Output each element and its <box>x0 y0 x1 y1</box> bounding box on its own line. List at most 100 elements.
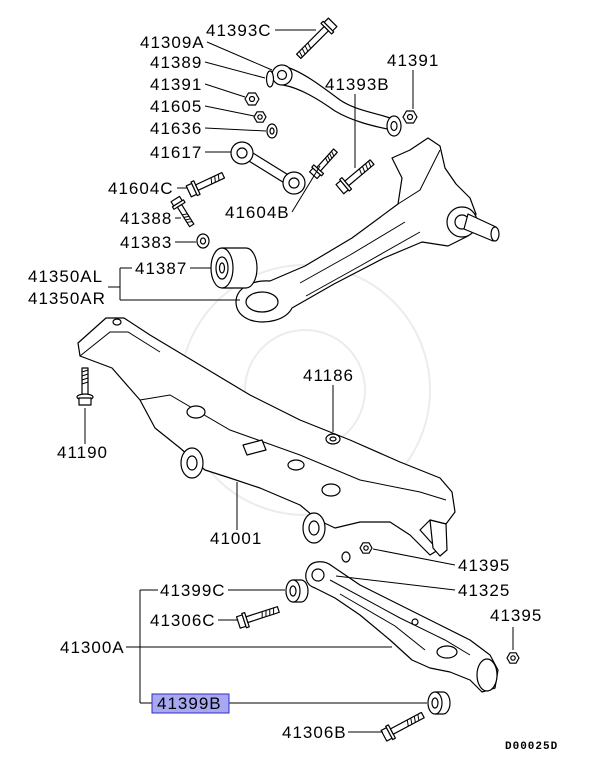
washer-41636-drawing <box>266 123 278 139</box>
callout-41395-upper[interactable]: 41395 <box>458 556 510 575</box>
bushing-41399C-drawing <box>285 579 309 603</box>
bolt-threads <box>81 369 89 385</box>
bolt-41393B-drawing <box>335 159 375 195</box>
crossmember-drawing <box>77 317 456 557</box>
bolt-threads <box>298 42 312 58</box>
lower-arm-drawing <box>305 561 499 693</box>
callout-41306B[interactable]: 41306B <box>282 723 347 742</box>
bolt-flange <box>339 177 353 192</box>
bolt-41306C-drawing <box>235 606 280 629</box>
bolt-41604B-drawing <box>309 148 338 180</box>
lower-arm-inner-eye <box>311 568 325 582</box>
callout-41350AR[interactable]: 41350AR <box>28 289 106 308</box>
leader-lines <box>84 29 514 733</box>
bolt-41190-drawing <box>76 367 94 406</box>
callout-41309A[interactable]: 41309A <box>140 33 205 52</box>
bolt-threads <box>261 607 275 618</box>
bolt-threads <box>182 213 193 223</box>
crossmember-hole <box>287 459 305 471</box>
washer-41186-drawing <box>325 433 341 445</box>
callout-41604B[interactable]: 41604B <box>225 203 290 222</box>
link-eye-rear-hole <box>288 177 300 189</box>
bolt-flange <box>171 199 186 210</box>
callout-41391-right[interactable]: 41391 <box>387 51 439 70</box>
lower-arm-body <box>305 561 499 693</box>
crossmember-edges <box>79 331 447 501</box>
callout-41001[interactable]: 41001 <box>210 529 262 548</box>
upper-arm-right-eye-hole <box>390 120 398 132</box>
crossmember-hole <box>186 405 206 419</box>
callout-41190[interactable]: 41190 <box>57 443 108 462</box>
trailing-arm-ribs <box>299 149 441 297</box>
crossmember-body <box>77 317 456 556</box>
lower-arm-pocket <box>436 645 458 659</box>
leader-line <box>204 127 267 132</box>
washer-41389-drawing <box>265 70 275 88</box>
crossmember-slot <box>242 439 267 456</box>
bolt-flange <box>241 611 250 629</box>
callout-41391-left[interactable]: 41391 <box>150 75 202 94</box>
diagram-code: D00025D <box>505 741 558 753</box>
link-41617-drawing <box>230 141 306 195</box>
callout-41395-lower[interactable]: 41395 <box>490 606 542 625</box>
nut-41391-right-drawing <box>402 110 418 124</box>
leader-line <box>204 83 246 98</box>
lower-arm-outer-eye <box>476 658 498 692</box>
callout-41350AL[interactable]: 41350AL <box>28 267 103 286</box>
nut-41605-drawing <box>253 111 267 123</box>
callout-41306C[interactable]: 41306C <box>150 611 216 630</box>
crossmember-mount-left-core <box>186 455 198 471</box>
bolt-41388-drawing <box>170 195 195 228</box>
callout-41393C[interactable]: 41393C <box>206 21 272 40</box>
bolt-41604C-drawing <box>185 172 226 198</box>
spindle-end <box>490 226 500 242</box>
leader-line <box>372 548 456 566</box>
nut-hole <box>363 545 369 551</box>
bolt-threads <box>210 174 220 185</box>
highlight-box <box>151 693 230 714</box>
callout-41393B[interactable]: 41393B <box>325 75 390 94</box>
bolt-threads <box>358 160 372 175</box>
lower-arm-recess <box>329 579 471 656</box>
callout-41389[interactable]: 41389 <box>150 53 202 72</box>
bolt-shaft <box>295 25 330 60</box>
callout-41399C[interactable]: 41399C <box>160 581 226 600</box>
nut-41395-upper-drawing <box>359 542 373 554</box>
callout-41617[interactable]: 41617 <box>150 143 202 162</box>
crossmember-hole <box>321 483 341 497</box>
callout-41387[interactable]: 41387 <box>135 259 187 278</box>
nut-hole <box>406 113 414 121</box>
trailing-arm-front-eye <box>245 291 279 313</box>
callout-41636[interactable]: 41636 <box>150 119 202 138</box>
crossmember-right-bracket <box>429 519 448 557</box>
bolt-shaft <box>195 172 226 191</box>
nut-41391-left-drawing <box>244 92 260 106</box>
callout-41399B[interactable]: 41399B <box>157 694 222 713</box>
callout-41325[interactable]: 41325 <box>458 581 510 600</box>
callout-41300A[interactable]: 41300A <box>60 638 125 657</box>
trailing-arm-body <box>235 137 477 323</box>
leader-line <box>204 61 266 79</box>
leader-line <box>204 105 255 117</box>
nut-41395-lower-drawing <box>506 652 520 664</box>
bolt-threads <box>406 714 420 727</box>
bolt-flange <box>320 20 335 35</box>
callout-41388[interactable]: 41388 <box>120 209 172 228</box>
callout-41604C[interactable]: 41604C <box>108 179 174 198</box>
callout-41186[interactable]: 41186 <box>303 366 354 385</box>
nut-hole <box>257 114 263 120</box>
callout-41605[interactable]: 41605 <box>150 97 202 116</box>
nut-hole <box>510 655 516 661</box>
washer-hole <box>199 237 207 245</box>
washer-41383-drawing <box>196 233 210 249</box>
crossmember-mount-right-core <box>308 520 320 536</box>
upper-arm-drawing <box>271 64 402 137</box>
bolt-shaft <box>176 203 195 228</box>
bushing-41399B-drawing <box>427 691 451 715</box>
callout-41383[interactable]: 41383 <box>120 233 172 252</box>
crossmember-hole <box>112 318 122 326</box>
upper-callouts: 41393C 41309A 41389 41391 41605 41636 41… <box>28 21 439 308</box>
nut-hole <box>248 95 256 103</box>
lower-arm-callouts: 41395 41325 41399C 41306C 41395 41300A 4… <box>60 556 542 742</box>
